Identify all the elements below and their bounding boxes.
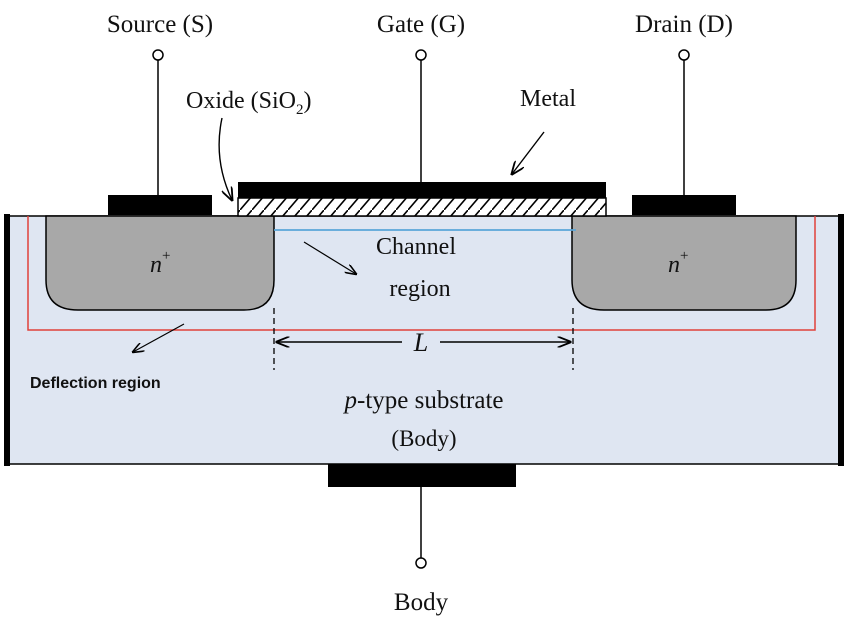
body-contact: [328, 464, 516, 487]
n-plus-source-region: [45, 215, 275, 311]
gate-label: Gate (G): [377, 11, 465, 38]
oxide-pointer-arrow: [218, 117, 232, 200]
channel-length-label: L: [413, 328, 428, 357]
drain-label: Drain (D): [635, 11, 733, 38]
substrate-body-label: (Body): [391, 426, 456, 451]
source-terminal-icon: [152, 49, 164, 61]
substrate-left-edge: [4, 214, 10, 466]
drain-contact: [632, 195, 736, 215]
source-contact: [108, 195, 212, 215]
channel-pointer-arrow: [303, 241, 356, 274]
n-plus-drain-label: n+: [668, 248, 688, 278]
metal-pointer-arrow: [512, 131, 545, 174]
body-terminal-icon: [415, 557, 427, 569]
oxide-label: Oxide (SiO2): [186, 88, 312, 118]
substrate-label: p-type substrate: [343, 387, 504, 414]
metal-gate-electrode: [238, 182, 606, 198]
source-label: Source (S): [107, 11, 213, 38]
channel-label-line2: region: [389, 276, 450, 302]
n-plus-drain-region: [571, 215, 797, 311]
n-plus-source-label: n+: [150, 248, 170, 278]
deflection-region-label: Deflection region: [30, 375, 161, 392]
drain-terminal-icon: [678, 49, 690, 61]
depletion-region-boundary: [27, 216, 816, 331]
metal-label: Metal: [520, 86, 576, 112]
body-label: Body: [394, 589, 449, 616]
substrate-right-edge: [838, 214, 844, 466]
gate-terminal-icon: [415, 49, 427, 61]
deflection-pointer-arrow: [133, 323, 185, 352]
oxide-hatching: [238, 198, 606, 216]
channel-label-line1: Channel: [376, 234, 456, 260]
